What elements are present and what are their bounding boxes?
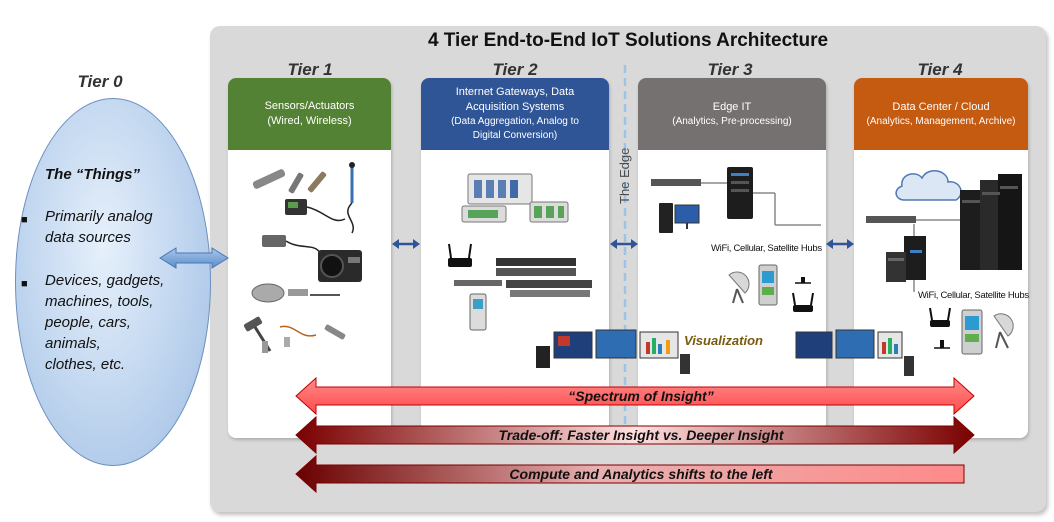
tier4-wifi-router-icon: [929, 307, 951, 349]
tier0-bullet-1: ■ Primarily analog data sources: [21, 206, 195, 248]
tier3-card: Edge IT (Analytics, Pre-processing): [638, 78, 826, 438]
visualization-monitors-left: [536, 329, 690, 374]
bullet-icon: ■: [21, 214, 28, 226]
network-switch-icon: [454, 258, 592, 297]
tier3-header: Edge IT (Analytics, Pre-processing): [638, 78, 826, 150]
diagram-title: 4 Tier End-to-End IoT Solutions Architec…: [427, 30, 829, 51]
load-cell-icon: [251, 283, 340, 303]
bullet-2-line: Devices, gadgets,: [45, 272, 165, 289]
tier0-label: Tier 0: [77, 72, 123, 91]
hub-device-icon: [758, 264, 778, 306]
sensor-module-icon: [285, 199, 346, 222]
gateways-illustration: [448, 173, 592, 331]
tier3-tier4-arrow: [826, 239, 854, 249]
edge-label: The Edge: [617, 148, 632, 204]
sensor-cable-icon: [262, 235, 321, 254]
trade-off-label: Trade-off: Faster Insight vs. Deeper Ins…: [498, 427, 784, 443]
bullet-2-line: animals,: [45, 335, 101, 352]
tier2-header-title: Acquisition Systems: [465, 101, 565, 113]
insight-arrow-labels: “Spectrum of Insight” Trade-off: Faster …: [296, 374, 986, 498]
compute-shift-label: Compute and Analytics shifts to the left: [509, 466, 773, 482]
tier0-things-ellipse: [15, 98, 211, 466]
data-center-illustration: [866, 170, 1022, 355]
tier3-hubs-label: WiFi, Cellular, Satellite Hubs: [711, 243, 822, 254]
spectrum-of-insight-label: “Spectrum of Insight”: [568, 388, 714, 404]
visualization-monitors-right: [795, 329, 914, 376]
monitor-group-icon: [795, 329, 914, 376]
tier1-card: Sensors/Actuators (Wired, Wireless): [228, 78, 391, 438]
bullet-1-line: data sources: [45, 229, 131, 246]
spectrum-of-insight-arrow: [295, 376, 975, 416]
tier1-header: Sensors/Actuators (Wired, Wireless): [228, 78, 391, 150]
tier0-heading: The “Things”: [45, 166, 140, 183]
workstation-icon: [659, 203, 700, 233]
bullet-1-line: Primarily analog: [45, 208, 153, 225]
visualization-label: Visualization: [684, 333, 763, 348]
tier3-header-subtitle: (Analytics, Pre-processing): [672, 115, 792, 127]
daq-chassis-icon: [461, 173, 569, 223]
tier4-header-subtitle: (Analytics, Management, Archive): [866, 115, 1016, 127]
tier2-header-title: Internet Gateways, Data: [455, 86, 575, 98]
tier2-header-subtitle: (Data Aggregation, Analog to: [451, 116, 579, 127]
tier4-label: Tier 4: [917, 60, 963, 79]
server-cluster-icon: [904, 174, 1022, 280]
tier1-label: Tier 1: [287, 60, 333, 79]
tier2-header: Internet Gateways, Data Acquisition Syst…: [421, 78, 609, 150]
tier3-label: Tier 3: [707, 60, 753, 79]
tier2-header-subtitle: Digital Conversion): [472, 130, 558, 141]
bullet-2-line: clothes, etc.: [45, 356, 126, 373]
trade-off-arrow: [295, 415, 975, 455]
server-rack-icon: [727, 167, 821, 226]
hammer-icon: [243, 316, 346, 353]
tier2-tier3-arrow: [610, 239, 638, 249]
monitor-group-icon: [536, 329, 690, 374]
storage-unit-icon: [886, 252, 906, 282]
satellite-dish-icon: [728, 271, 750, 304]
edge-switch-icon: [651, 179, 727, 186]
tier3-header-title: Edge IT: [712, 100, 752, 113]
tier4-satellite-dish-icon: [993, 313, 1014, 349]
tier1-header-subtitle: (Wired, Wireless): [267, 115, 352, 127]
sensors-illustration: [243, 162, 362, 353]
camera-icon: [318, 250, 362, 282]
edge-label-box: The Edge: [617, 148, 632, 204]
tier4-header: Data Center / Cloud (Analytics, Manageme…: [854, 78, 1028, 150]
edge-it-illustration: [651, 167, 821, 312]
insight-arrows: [295, 376, 975, 494]
tier0-bullet-2: ■ Devices, gadgets, machines, tools, peo…: [21, 270, 195, 375]
tier4-header-title: Data Center / Cloud: [892, 100, 990, 113]
tier1-tier2-arrow: [392, 239, 420, 249]
bullet-2-line: people, cars,: [45, 314, 131, 331]
gateway-device-icon: [469, 293, 487, 331]
router-icon: [448, 243, 472, 267]
bullet-2-line: machines, tools,: [45, 293, 154, 310]
bullet-icon: ■: [21, 278, 28, 290]
tier2-label: Tier 2: [492, 60, 538, 79]
wifi-router-icon: [792, 277, 814, 312]
tier0-tier1-arrow: [159, 247, 229, 269]
edge-divider: [623, 65, 627, 445]
compute-shift-arrow: [295, 454, 965, 494]
tier4-hubs-label: WiFi, Cellular, Satellite Hubs: [918, 290, 1029, 301]
tier1-header-title: Sensors/Actuators: [264, 100, 355, 112]
sensor-probe-icon: [252, 162, 355, 234]
cloud-icon: [895, 170, 962, 201]
tier4-hub-device-icon: [961, 309, 983, 355]
